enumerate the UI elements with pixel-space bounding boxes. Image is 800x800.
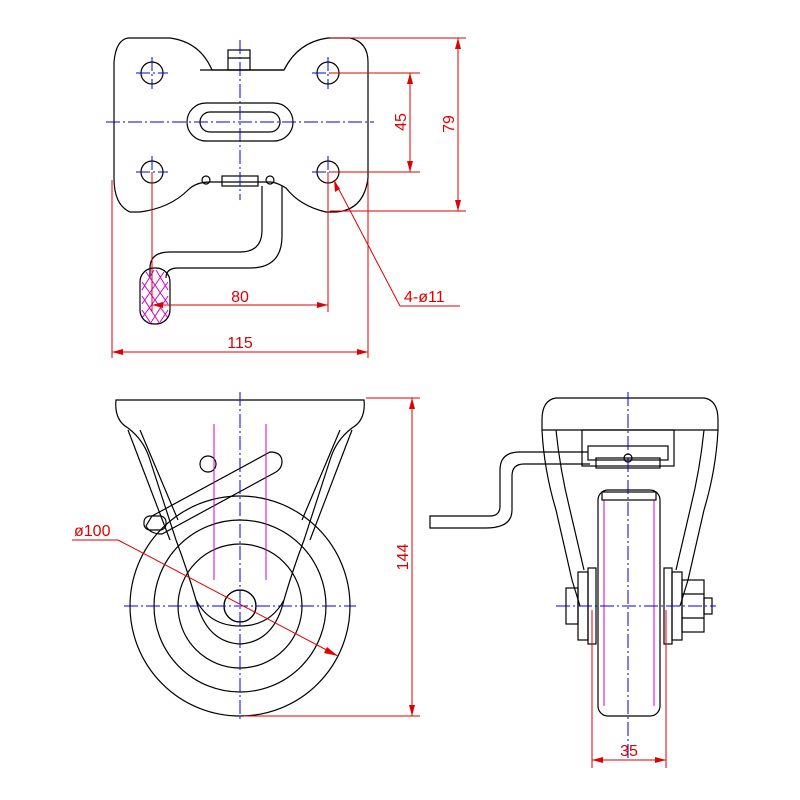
- mounting-plate-outline: [113, 37, 369, 213]
- brake-bracket-top: [200, 49, 284, 187]
- dimension-79-label: 79: [441, 115, 458, 133]
- dimension-115: 115: [111, 180, 369, 358]
- center-slot: [186, 102, 294, 142]
- hole-callout: 4-ø11: [333, 179, 460, 307]
- dimension-35-label: 35: [620, 743, 638, 760]
- side-view-centerlines: [556, 392, 716, 760]
- dimension-80-label: 80: [231, 289, 249, 306]
- side-fork: [541, 429, 719, 607]
- dimension-144: 144: [244, 397, 420, 717]
- dimension-115-label: 115: [227, 335, 253, 352]
- dimension-diameter-label: ø100: [74, 523, 111, 540]
- dimension-35: 35: [591, 610, 667, 768]
- dimension-45: 45: [330, 72, 420, 173]
- front-view-magenta-lines: [213, 424, 267, 580]
- dimension-79: 79: [330, 37, 466, 212]
- front-view-centerlines: [124, 392, 356, 720]
- brake-bolt: [227, 49, 251, 71]
- front-view: ø100 144: [72, 392, 420, 720]
- side-brake-lever: [429, 451, 590, 529]
- dimension-diameter: ø100: [72, 523, 339, 657]
- side-wheel: [597, 489, 661, 717]
- inner-slot: [199, 111, 281, 133]
- dimension-45-label: 45: [393, 113, 410, 131]
- top-view: 45 79 80 115: [106, 37, 466, 358]
- side-view: 35: [429, 392, 719, 768]
- brake-lever-front: [143, 451, 283, 535]
- brake-lever-rod: [149, 186, 283, 279]
- dimension-80: 80: [151, 172, 329, 312]
- side-top-plate: [541, 397, 719, 431]
- hole-callout-label: 4-ø11: [404, 289, 445, 306]
- lever-grip: [139, 267, 171, 325]
- dimension-144-label: 144: [395, 544, 412, 571]
